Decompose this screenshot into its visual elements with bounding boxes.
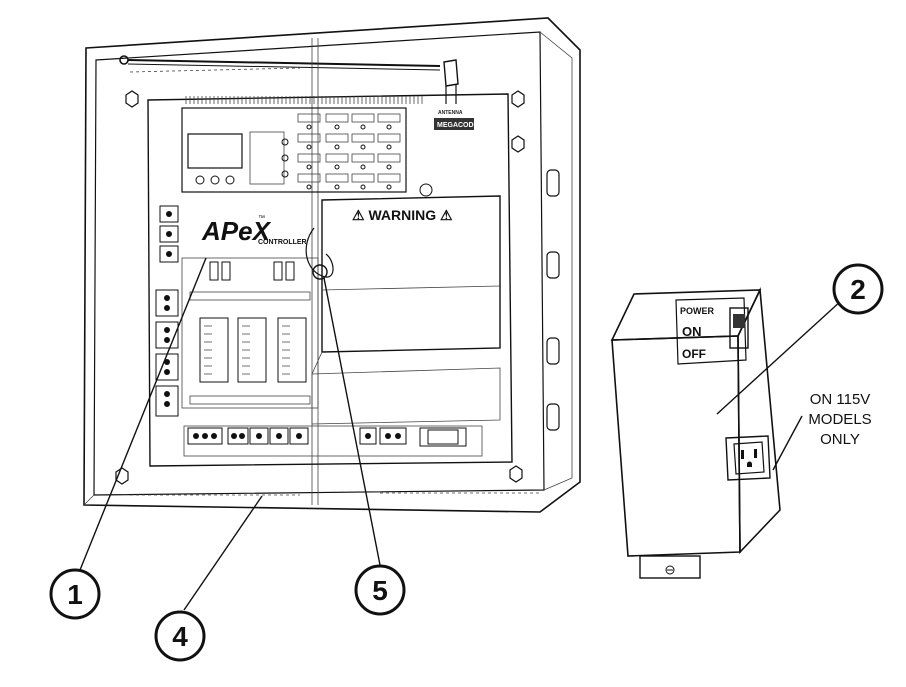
svg-text:8: 8: [198, 141, 210, 163]
callout-2: 2: [832, 263, 884, 315]
apex-subtitle: CONTROLLER: [258, 239, 307, 246]
svg-text:8: 8: [220, 141, 232, 163]
callout-1: 1: [49, 568, 101, 620]
antenna-label: ANTENNA: [438, 110, 463, 116]
callout-5: 5: [354, 564, 406, 616]
callout-1-number: 1: [67, 579, 83, 610]
apex-logo: APeX: [201, 216, 272, 246]
power-box: POWER ON OFF: [610, 287, 781, 579]
controller-board: 8 8 ANTENNA MEGACODE: [147, 59, 513, 467]
callout-4-number: 4: [172, 621, 188, 652]
antenna-brand: MEGACODE: [437, 122, 479, 129]
note-line-3: ONLY: [820, 431, 860, 448]
enclosure: [83, 17, 581, 513]
off-label: OFF: [682, 347, 706, 361]
note-line-2: MODELS: [808, 411, 871, 428]
warning-label: ⚠ WARNING ⚠: [352, 207, 453, 223]
callout-5-number: 5: [372, 575, 388, 606]
warning-cover: ⚠ WARNING ⚠: [305, 183, 501, 425]
leader-lines: [79, 257, 843, 611]
callout-2-number: 2: [850, 274, 866, 305]
on-label: ON: [682, 324, 702, 339]
power-label: POWER: [680, 306, 715, 316]
callout-4: 4: [154, 610, 206, 662]
note-line-1: ON 115V: [810, 391, 871, 408]
apex-tm: ™: [258, 215, 265, 222]
model-note: ON 115V MODELS ONLY: [808, 391, 871, 448]
